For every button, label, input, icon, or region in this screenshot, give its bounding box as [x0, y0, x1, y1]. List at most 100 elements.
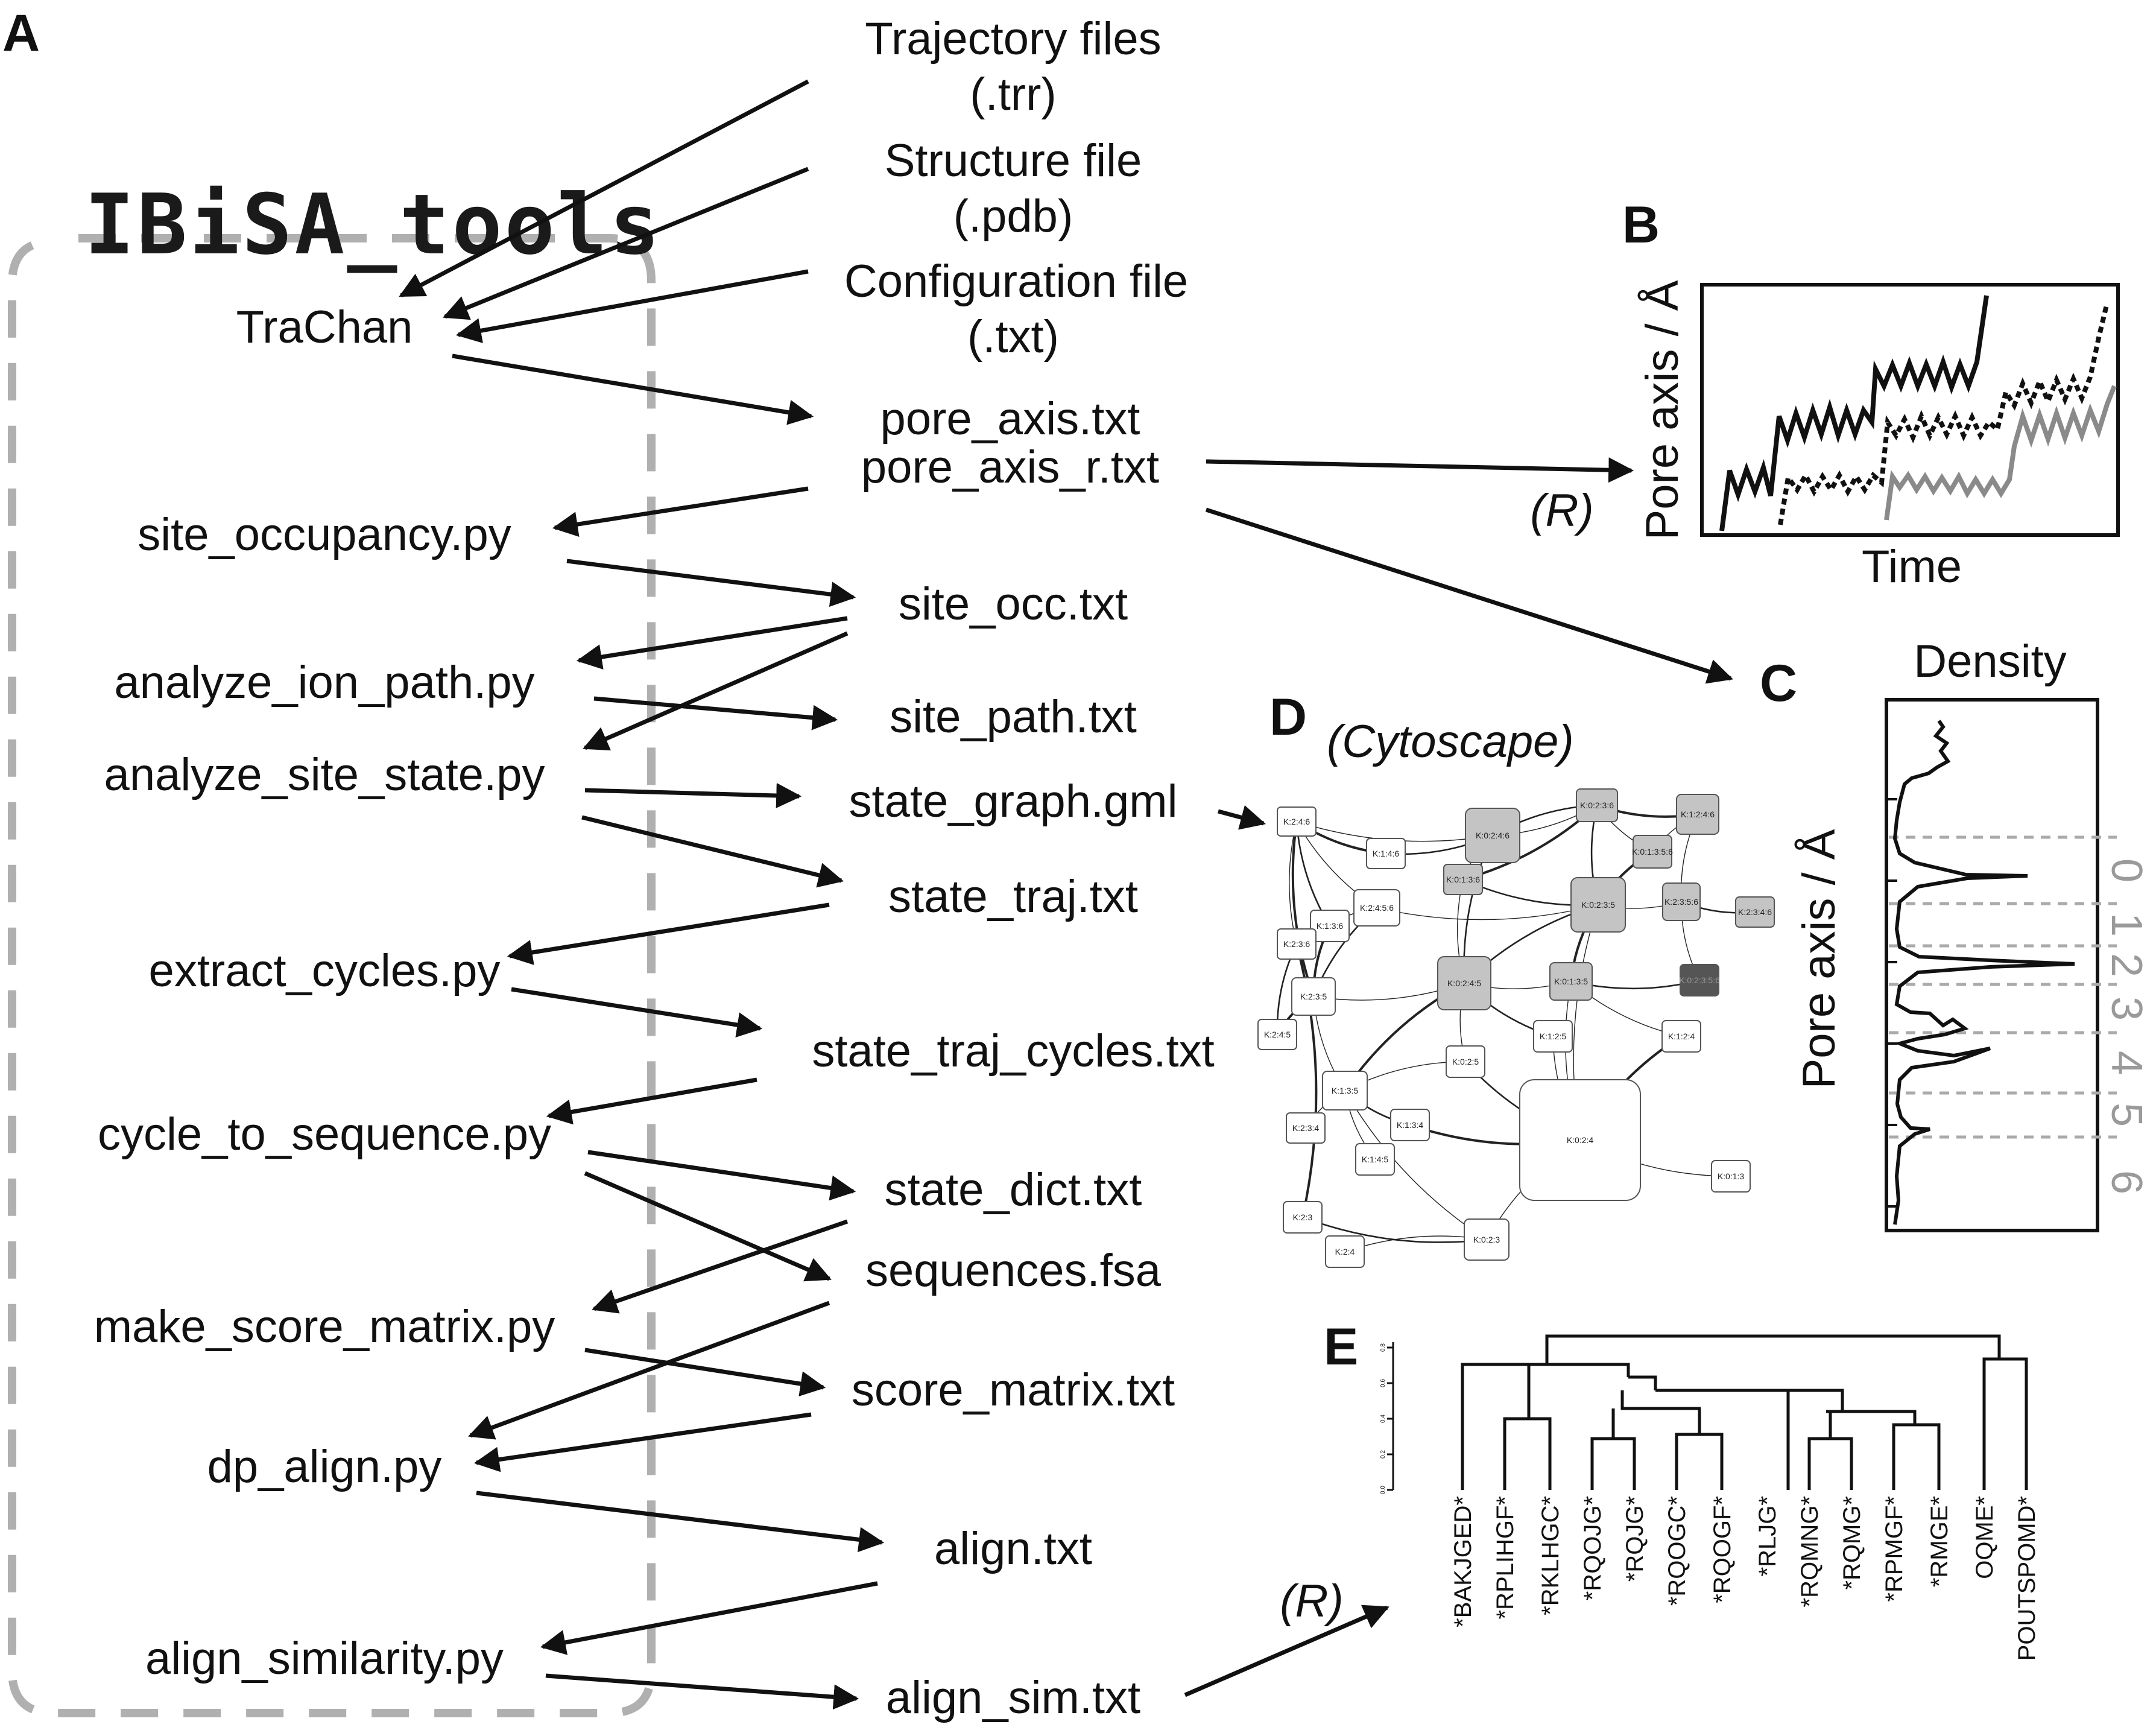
graph-node-label: K:1:3:4 [1397, 1120, 1424, 1130]
dendrogram-leaf-label: *RMGE* [1926, 1496, 1953, 1587]
dendrogram-leaves: *BAKJGED**RPLIHGF**RKLHGC**RQOJG**RQJG**… [1450, 1496, 2040, 1661]
graph-node-box [1549, 962, 1593, 1001]
graph-node-box [1735, 896, 1775, 928]
graph-node-label: K:2:4:5 [1264, 1030, 1291, 1039]
file-pore-axis-r: pore_axis_r.txt [861, 442, 1159, 493]
file-site-path: site_path.txt [890, 691, 1137, 743]
tool-site-occupancy: site_occupancy.py [138, 509, 511, 560]
dendro-tick-3: 0.6 [1380, 1379, 1386, 1387]
file-state-traj: state_traj.txt [888, 871, 1138, 922]
dendro-tick-4: 0.8 [1380, 1343, 1386, 1352]
site-boundaries [1889, 835, 2117, 1139]
graph-node-label: K:2:4:6 [1283, 817, 1310, 826]
graph-node-label: K:0:1:3 [1718, 1171, 1745, 1181]
panel-b-frame [1700, 283, 2120, 537]
dendrogram-leaf-label: OQME* [1971, 1496, 1998, 1579]
graph-node: K:1:4:6 [1366, 838, 1406, 869]
graph-node: K:2:3:4:6 [1735, 896, 1775, 928]
panel-b-ylabel: Pore axis / Å [1637, 280, 1688, 540]
graph-node-label: K:2:3 [1293, 1212, 1313, 1222]
workflow-arrows [399, 79, 1733, 1710]
graph-node-box [1390, 1109, 1430, 1141]
dendrogram-leaf-label: *RPMGF* [1881, 1496, 1908, 1602]
dendrogram-leaf-label: *BAKJGED* [1450, 1496, 1476, 1627]
graph-node-box [1662, 882, 1701, 921]
tool-list: TraChan site_occupancy.py analyze_ion_pa… [94, 302, 555, 1684]
graph-node-box [1257, 1019, 1297, 1050]
file-trajectory-ext: (.trr) [970, 69, 1056, 120]
graph-node-label: K:2:3:6 [1283, 939, 1310, 949]
graph-node: K:1:3:5 [1322, 1071, 1368, 1110]
r-label-panel-e: (R) [1280, 1576, 1344, 1627]
site-label-2: 2 [2102, 953, 2151, 977]
graph-node-label: K:1:4:5 [1362, 1155, 1389, 1164]
graph-node: K:0:2:5 [1446, 1045, 1485, 1078]
graph-node-box [1286, 1112, 1326, 1144]
file-state-dict: state_dict.txt [885, 1164, 1142, 1215]
file-state-graph: state_graph.gml [849, 776, 1178, 827]
cytoscape-label: (Cytoscape) [1327, 716, 1574, 767]
trace-dotted [1778, 302, 2110, 525]
site-label-4: 4 [2102, 1051, 2151, 1075]
graph-node-box [1322, 1071, 1368, 1110]
graph-node-label: K:0:2:4 [1567, 1135, 1594, 1145]
file-score-matrix: score_matrix.txt [852, 1364, 1175, 1416]
graph-node: K:1:4:5 [1355, 1143, 1395, 1176]
dendrogram-leaf-label: *RKLHGC* [1537, 1496, 1564, 1615]
graph-nodes: K:2:4:6K:1:4:6 K:0:2:4:6 K:0:2:3:6K:1:2:4:… [1257, 788, 1775, 1268]
graph-node-label: K:0:2:3:5 [1581, 900, 1615, 910]
file-site-occ: site_occ.txt [899, 578, 1128, 630]
tool-cycle-to-sequence: cycle_to_sequence.py [98, 1109, 551, 1160]
dendrogram-leaf-label: *RQOGC* [1664, 1496, 1690, 1606]
graph-node-label: K:0:2:4:6 [1476, 831, 1510, 840]
panel-c: C Density Pore axis / Å 0 1 2 3 4 5 6 [1760, 636, 2151, 1232]
site-label-3: 3 [2102, 996, 2151, 1021]
graph-node-box [1291, 977, 1336, 1016]
file-list: Trajectory files (.trr) Structure file (… [812, 13, 1214, 1723]
graph-node-label: K:0:2:3:6 [1580, 800, 1614, 810]
dendro-tick-0: 0.0 [1380, 1486, 1386, 1494]
graph-node: K:1:3:6 [1310, 910, 1350, 942]
panel-label-a: A [2, 4, 40, 62]
graph-node-box [1437, 956, 1491, 1010]
panel-label-c: C [1760, 654, 1797, 712]
graph-node: K:1:3:4 [1390, 1109, 1430, 1141]
graph-node-box [1366, 838, 1406, 869]
graph-node: K:2:3:6 [1277, 928, 1317, 960]
graph-node-label: K:1:2:4:6 [1681, 809, 1715, 819]
dendrogram-leaf-label: *RQOGF* [1709, 1496, 1736, 1603]
graph-node-label: K:2:3:5:6 [1664, 897, 1698, 907]
graph-node-box [1353, 889, 1400, 927]
graph-node: K:0:2:4:6 [1465, 808, 1520, 863]
file-config-label: Configuration file [844, 256, 1188, 307]
site-numbers: 0 1 2 3 4 5 6 [2102, 858, 2151, 1194]
graph-node-label: K:2:4:5:6 [1360, 903, 1394, 913]
graph-node-label: K:0:1:3:5:6 [1632, 847, 1673, 857]
tool-analyze-site-state: analyze_site_state.py [104, 749, 545, 800]
graph-node-label: K:0:1:3:6 [1446, 875, 1480, 884]
tool-extract-cycles: extract_cycles.py [149, 945, 501, 996]
site-label-0: 0 [2102, 858, 2151, 882]
panel-c-ylabel: Pore axis / Å [1794, 829, 1845, 1089]
graph-node: K:0:2:4:5 [1437, 956, 1491, 1010]
graph-node-label: K:0:2:5 [1452, 1057, 1479, 1066]
graph-node: K:2:4 [1325, 1235, 1365, 1268]
graph-node: K:0:2:3:6 [1576, 788, 1618, 822]
graph-node: K:0:1:3 [1711, 1160, 1751, 1193]
graph-node-label: K:2:4 [1335, 1247, 1355, 1256]
panel-label-d: D [1269, 688, 1307, 746]
graph-edge [1291, 821, 1316, 998]
graph-node: K:2:3:5 [1291, 977, 1336, 1016]
graph-node-box [1533, 1020, 1573, 1053]
graph-node-box [1283, 1201, 1323, 1234]
graph-node: K:2:4:5 [1257, 1019, 1297, 1050]
panel-c-title: Density [1914, 636, 2066, 687]
state-graph: K:2:4:6K:1:4:6 K:0:2:4:6 K:0:2:3:6K:1:2:4:… [1257, 788, 1775, 1268]
graph-node-box [1661, 1020, 1701, 1053]
tool-analyze-ion-path: analyze_ion_path.py [114, 657, 534, 708]
graph-node-label: K:1:3:5 [1332, 1086, 1359, 1095]
graph-node: K:2:3:5:6 [1662, 882, 1701, 921]
graph-node: K:0:2:3 [1464, 1218, 1510, 1261]
file-align-sim: align_sim.txt [886, 1672, 1140, 1723]
tool-make-score-matrix: make_score_matrix.py [94, 1301, 555, 1352]
